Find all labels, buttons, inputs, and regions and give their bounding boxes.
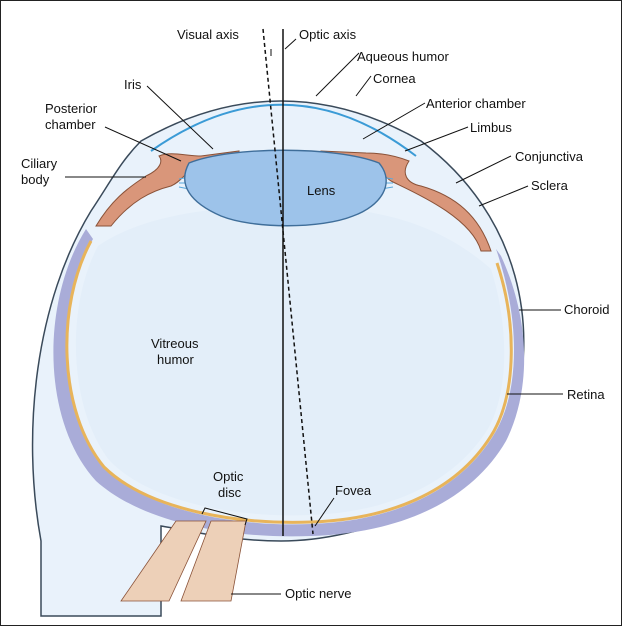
label-ciliary-body-1: Ciliary bbox=[21, 156, 58, 171]
label-lens: Lens bbox=[307, 183, 336, 198]
label-sclera: Sclera bbox=[531, 178, 569, 193]
label-optic-nerve: Optic nerve bbox=[285, 586, 351, 601]
label-anterior-chamber: Anterior chamber bbox=[426, 96, 526, 111]
label-aqueous-humor: Aqueous humor bbox=[357, 49, 449, 64]
label-cornea: Cornea bbox=[373, 71, 416, 86]
label-vitreous-humor-2: humor bbox=[157, 352, 195, 367]
label-retina: Retina bbox=[567, 387, 605, 402]
label-limbus: Limbus bbox=[470, 120, 512, 135]
label-vitreous-humor-1: Vitreous bbox=[151, 336, 199, 351]
label-iris: Iris bbox=[124, 77, 142, 92]
label-posterior-chamber-1: Posterior bbox=[45, 101, 98, 116]
leader-conjunctiva bbox=[456, 156, 511, 183]
label-visual-axis: Visual axis bbox=[177, 27, 239, 42]
leader-aqueous-humor bbox=[316, 53, 359, 96]
label-posterior-chamber-2: chamber bbox=[45, 117, 96, 132]
label-conjunctiva: Conjunctiva bbox=[515, 149, 584, 164]
label-choroid: Choroid bbox=[564, 302, 610, 317]
vitreous-body bbox=[76, 206, 504, 515]
leader-sclera bbox=[479, 186, 528, 206]
label-ciliary-body-2: body bbox=[21, 172, 50, 187]
label-optic-disc-2: disc bbox=[218, 485, 242, 500]
label-optic-axis: Optic axis bbox=[299, 27, 357, 42]
label-fovea: Fovea bbox=[335, 483, 372, 498]
leader-cornea bbox=[356, 76, 371, 96]
label-optic-disc-1: Optic bbox=[213, 469, 244, 484]
leader-optic-axis bbox=[285, 39, 296, 49]
